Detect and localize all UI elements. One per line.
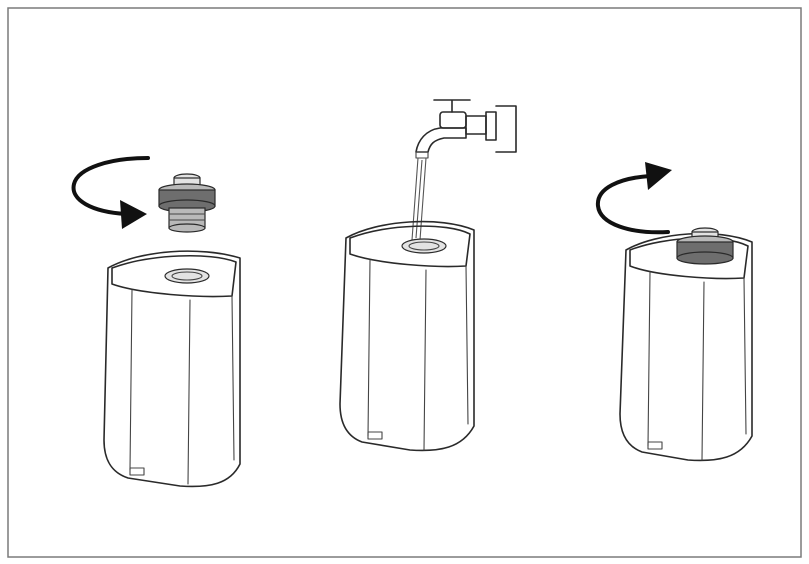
water-stream: [411, 157, 427, 241]
step-2-fill-from-faucet: [339, 99, 517, 452]
step-3-replace-cap: [595, 162, 753, 462]
cap-icon: [158, 173, 216, 233]
water-tank-open: [103, 250, 241, 488]
figure-frame: [7, 7, 802, 558]
faucet-icon: [415, 99, 517, 159]
water-tank-filling: [339, 220, 475, 452]
water-tank-closed: [619, 232, 753, 462]
step-1-remove-cap: [71, 156, 241, 488]
counterclockwise-arrow-icon: [71, 156, 150, 229]
clockwise-arrow-icon: [595, 162, 672, 235]
installed-cap-icon: [676, 227, 734, 265]
